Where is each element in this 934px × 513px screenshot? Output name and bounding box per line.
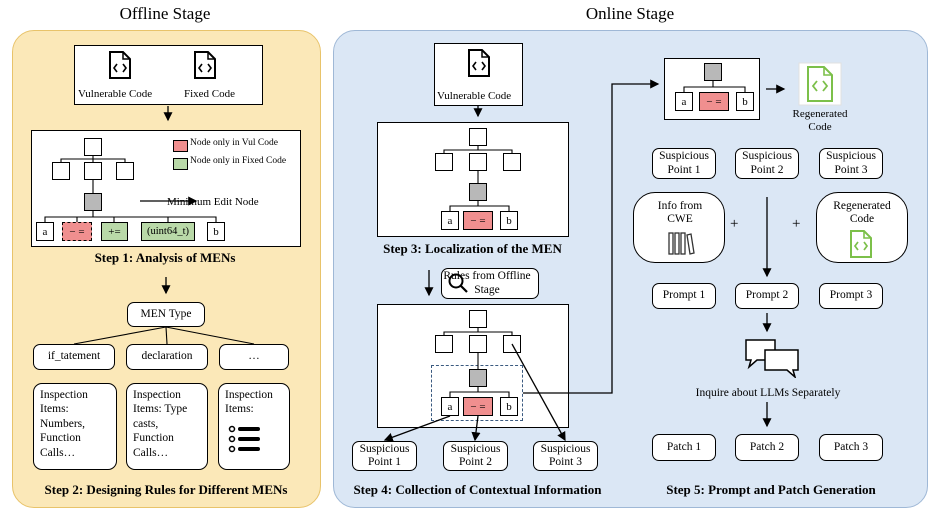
cwe-info-label: Info from CWE [657, 200, 703, 226]
minimum-edit-node [704, 63, 722, 81]
inquire-llms-label: Inquire about LLMs Separately [695, 387, 841, 399]
chat-bubbles-icon [745, 339, 799, 378]
online-stage-title: Online Stage [585, 4, 675, 23]
tree-node [469, 310, 487, 328]
tree-leaf-b: b [736, 92, 754, 111]
tree-leaf-b: b [207, 222, 225, 241]
vulnerable-code-label: Vulnerable Code [78, 88, 153, 100]
tree-node [469, 153, 487, 171]
legend-vul-swatch [173, 140, 188, 152]
online-vulnerable-code-file-icon [468, 49, 490, 77]
legend-vul-label: Node only in Vul Code [190, 138, 278, 148]
tree-leaf-vul-op: − = [463, 397, 493, 416]
step5-title: Step 5: Prompt and Patch Generation [666, 482, 876, 497]
tree-node [84, 162, 102, 180]
online-vulnerable-code-label: Vulnerable Code [437, 90, 512, 102]
tree-node [84, 138, 102, 156]
tree-node [52, 162, 70, 180]
step1-title: Step 1: Analysis of MENs [94, 250, 236, 265]
prompt-1: Prompt 1 [652, 283, 716, 309]
offline-stage-title: Offline Stage [119, 4, 211, 23]
tree-leaf-a: a [441, 397, 459, 416]
rules-from-offline-box: Rules from Offline Stage [441, 268, 539, 299]
vulnerable-code-file-icon [109, 51, 131, 79]
tree-node [435, 335, 453, 353]
minimum-edit-node [469, 369, 487, 387]
patch-3: Patch 3 [819, 434, 883, 461]
tree-leaf-vul-op: − = [62, 222, 92, 241]
suspicious-point-2: Suspicious Point 2 [443, 441, 508, 471]
tree-leaf-a: a [675, 92, 693, 111]
tree-node [469, 128, 487, 146]
inspection-items-2: Inspection Items: Type casts, Function C… [126, 383, 208, 470]
prompt-3: Prompt 3 [819, 283, 883, 309]
step2-title: Step 2: Designing Rules for Different ME… [44, 482, 288, 497]
type-more: … [219, 344, 289, 370]
list-icon [228, 425, 260, 453]
tree-leaf-vul-op: − = [463, 211, 493, 230]
plus-sign-2: + [792, 216, 801, 232]
type-declaration: declaration [126, 344, 208, 370]
tree-leaf-b: b [500, 397, 518, 416]
regenerated-code-icon [798, 62, 842, 106]
plus-sign-1: + [730, 216, 739, 232]
step4-title: Step 4: Collection of Contextual Informa… [353, 482, 602, 497]
tree-node [503, 153, 521, 171]
minimum-edit-node [84, 193, 102, 211]
tree-leaf-a: a [441, 211, 459, 230]
regenerated-code-box [816, 192, 908, 263]
tree-leaf-fixed-op: += [101, 222, 128, 241]
legend-fixed-label: Node only in Fixed Code [190, 156, 287, 166]
inspection-items-1: Inspection Items: Numbers, Function Call… [33, 383, 117, 470]
right-suspicious-point-2: Suspicious Point 2 [735, 148, 799, 179]
code-pair-box [74, 45, 263, 105]
minimum-edit-node [469, 183, 487, 201]
tree-node [469, 335, 487, 353]
books-icon [668, 232, 695, 255]
tree-node [116, 162, 134, 180]
tree-leaf-vul-op: − = [699, 92, 729, 111]
regenerated-code-box-label: Regenerated Code [833, 200, 891, 226]
search-icon [448, 273, 468, 293]
right-suspicious-point-1: Suspicious Point 1 [652, 148, 716, 179]
online-stage-panel [333, 30, 928, 508]
tree-leaf-a: a [36, 222, 54, 241]
type-if-statement: if_tatement [33, 344, 115, 370]
legend-fixed-swatch [173, 158, 188, 170]
prompt-2: Prompt 2 [735, 283, 799, 309]
right-suspicious-point-3: Suspicious Point 3 [819, 148, 883, 179]
tree-node [435, 153, 453, 171]
patch-2: Patch 2 [735, 434, 799, 461]
tree-leaf-b: b [500, 211, 518, 230]
patch-1: Patch 1 [652, 434, 716, 461]
suspicious-point-1: Suspicious Point 1 [352, 441, 417, 471]
step3-title: Step 3: Localization of the MEN [383, 241, 562, 256]
fixed-code-label: Fixed Code [184, 88, 236, 100]
suspicious-point-3: Suspicious Point 3 [533, 441, 598, 471]
men-type-box: MEN Type [127, 302, 205, 327]
regenerated-code-label: Regenerated Code [792, 108, 848, 133]
tree-leaf-cast: (uint64_t) [141, 222, 195, 241]
fixed-code-file-icon [194, 51, 216, 79]
regenerated-code-small-icon [850, 230, 872, 258]
